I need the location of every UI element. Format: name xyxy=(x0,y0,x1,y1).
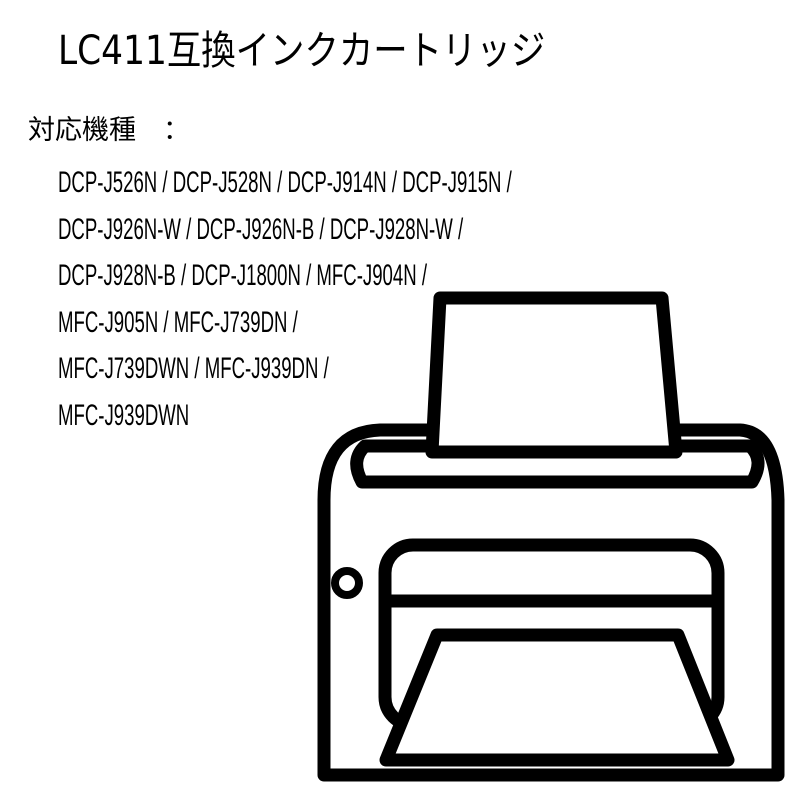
model-line: MFC-J905N / MFC-J739DN / xyxy=(58,305,298,339)
compatible-models-list: DCP-J526N / DCP-J528N / DCP-J914N / DCP-… xyxy=(58,160,790,439)
model-line: DCP-J926N-W / DCP-J926N-B / DCP-J928N-W … xyxy=(58,212,464,246)
printer-paper-out xyxy=(379,628,735,767)
model-line: MFC-J739DWN / MFC-J939DN / xyxy=(58,352,329,385)
model-line: DCP-J526N / DCP-J528N / DCP-J914N / DCP-… xyxy=(58,166,512,199)
model-line: MFC-J939DWN xyxy=(58,398,190,432)
product-title: LC411互換インクカートリッジ xyxy=(58,28,546,74)
model-line: DCP-J928N-B / DCP-J1800N / MFC-J904N / xyxy=(58,259,427,292)
printer-paper-in xyxy=(425,291,683,459)
printer-button xyxy=(331,567,363,599)
compatible-models-label: 対応機種 ： xyxy=(28,115,190,146)
